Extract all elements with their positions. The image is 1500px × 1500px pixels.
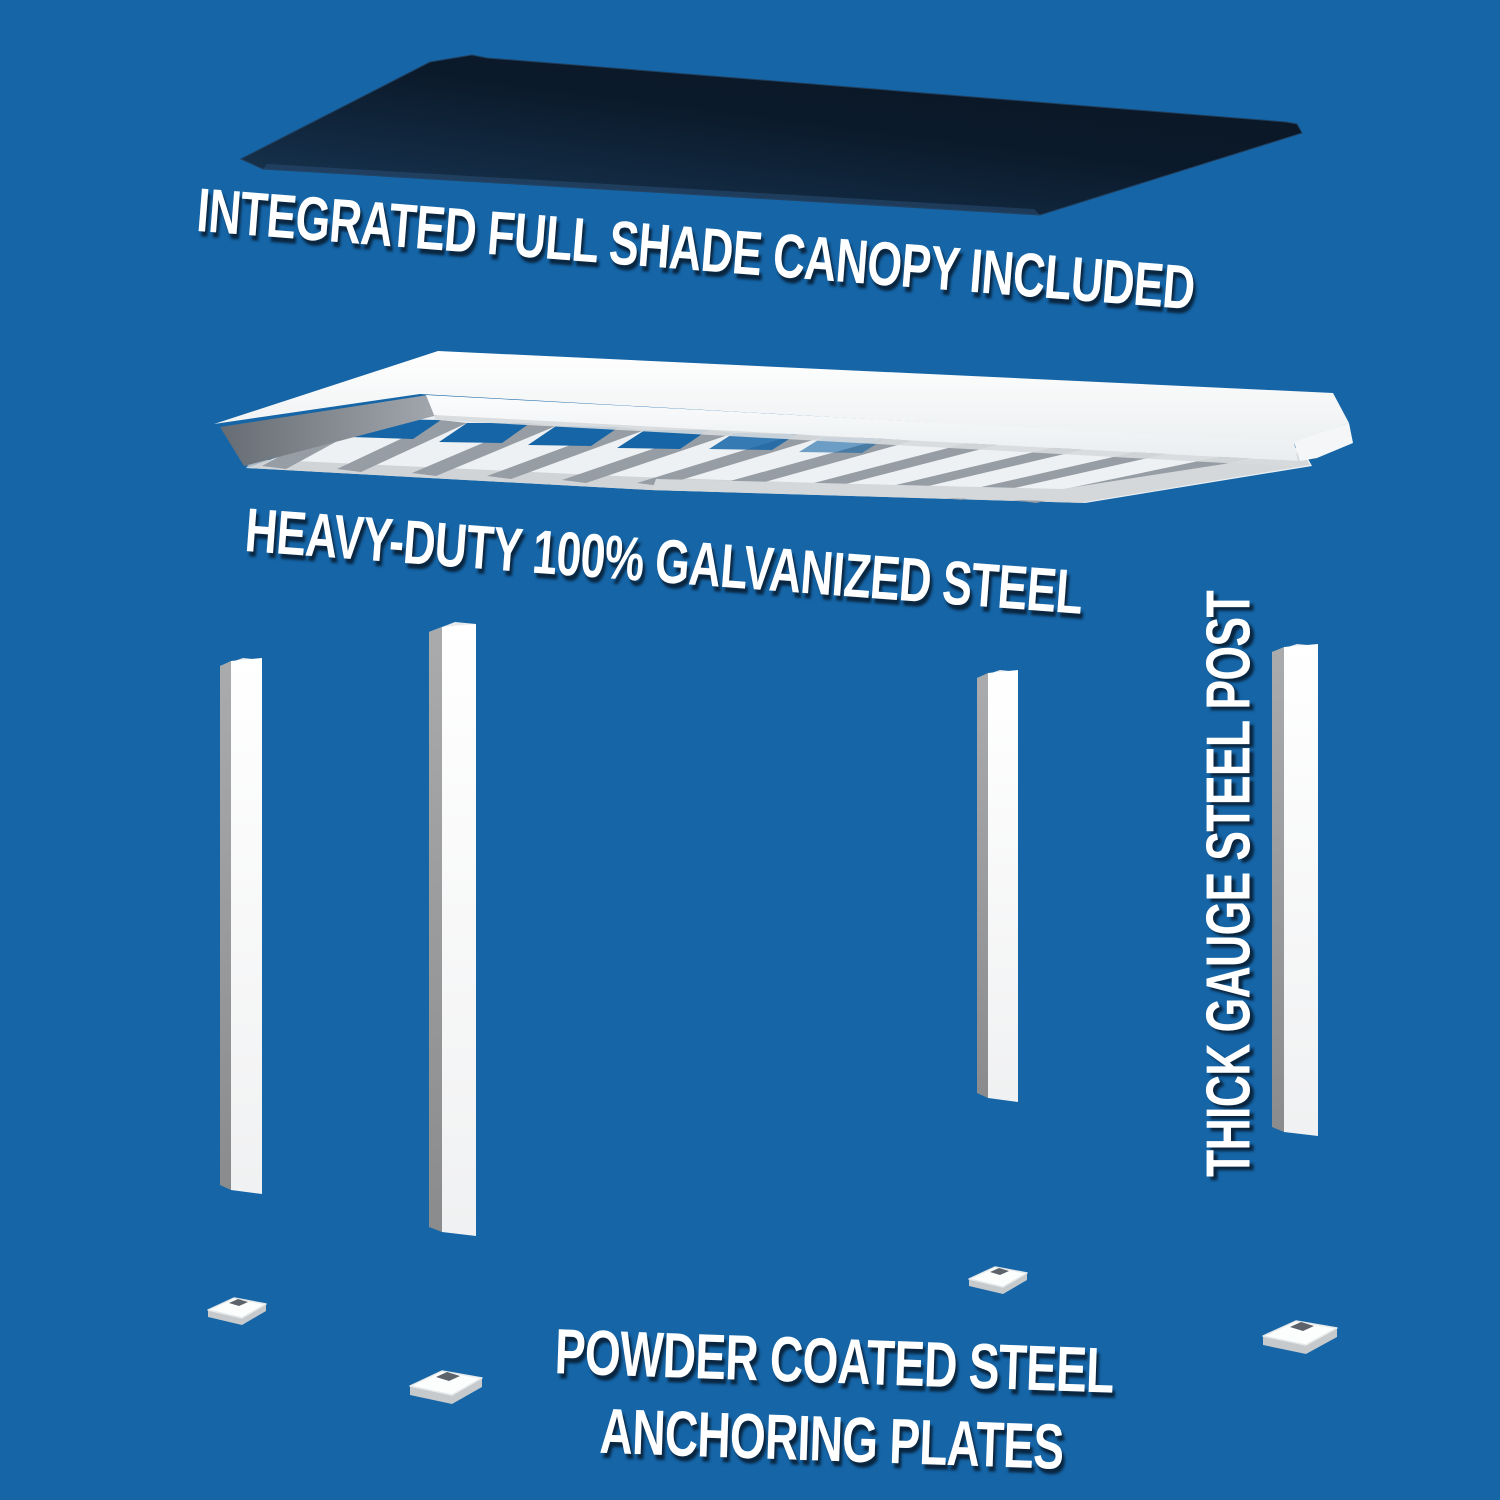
canopy-graphic: [239, 54, 1303, 216]
steel-post-graphic-3: [977, 670, 1018, 1102]
plates-label: POWDER COATED STEEL ANCHORING PLATES: [551, 1312, 1115, 1488]
post-label: THICK GAUGE STEEL POST: [1194, 590, 1264, 1178]
anchor-plate-graphic-3: [968, 1266, 1028, 1294]
steel-post-graphic-2: [429, 622, 476, 1236]
roof-frame-graphic: [214, 351, 1353, 503]
steel-post-graphic-1: [220, 658, 262, 1194]
anchor-plate-graphic-2: [409, 1370, 483, 1404]
anchor-plate-graphic-4: [1262, 1320, 1338, 1354]
steel-post-graphic-4: [1272, 644, 1318, 1136]
anchor-plate-graphic-1: [207, 1297, 267, 1325]
